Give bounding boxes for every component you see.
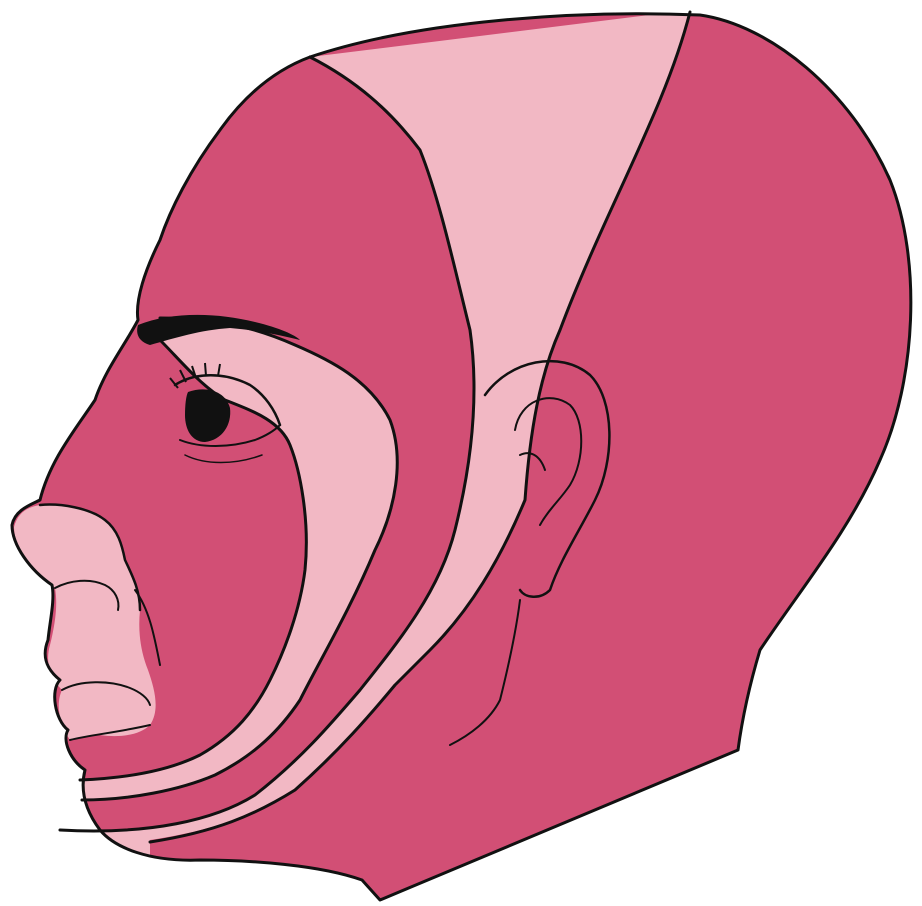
head-dermatome-figure (0, 0, 922, 906)
head-profile-svg (0, 0, 922, 906)
